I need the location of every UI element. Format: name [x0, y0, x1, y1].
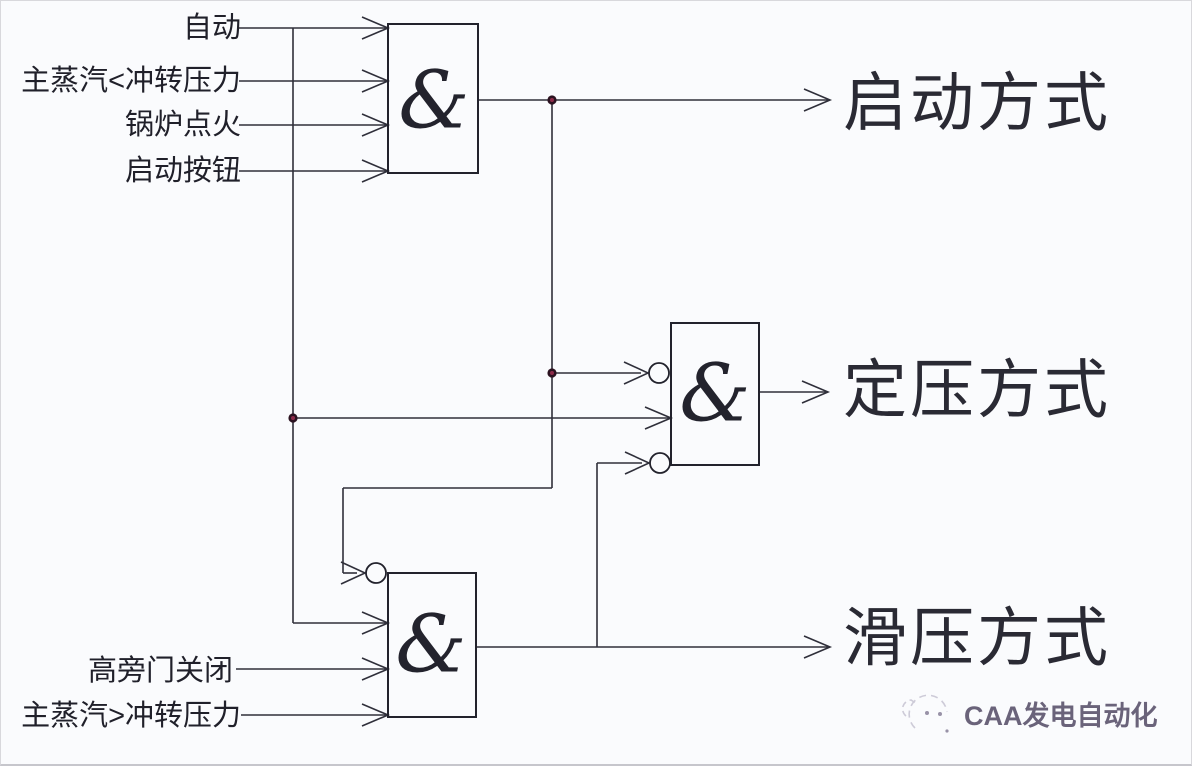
watermark: CAA发电自动化 — [901, 694, 1158, 733]
junction-dot — [291, 416, 295, 420]
wires-constant-pressure-output — [759, 380, 831, 404]
wires-bottom-gate — [236, 635, 833, 727]
and-symbol: & — [679, 347, 750, 440]
and-gate-sliding-pressure: & — [365, 562, 477, 718]
input-label-boiler-ignition: 锅炉点火 — [125, 108, 241, 141]
input-label-auto: 自动 — [183, 11, 241, 44]
input-label-main-steam-lt: 主蒸汽<冲转压力 — [21, 64, 241, 97]
input-label-hp-bypass-closed: 高旁门关闭 — [88, 654, 233, 687]
and-gate-start: & — [387, 23, 479, 174]
wires-start-mode-output — [340, 88, 833, 585]
output-label-sliding-pressure-mode: 滑压方式 — [843, 602, 1111, 674]
output-label-start-mode: 启动方式 — [843, 67, 1111, 139]
input-label-start-button: 启动按钮 — [125, 154, 241, 187]
gate-box — [387, 23, 479, 174]
arrowhead-icon — [803, 635, 833, 659]
wires-sliding-feedback — [596, 451, 651, 647]
and-symbol: & — [395, 598, 466, 691]
input-label-main-steam-gt: 主蒸汽>冲转压力 — [21, 699, 241, 732]
and-gate-constant-pressure: & — [648, 322, 760, 474]
junction-dot — [550, 371, 554, 375]
output-label-constant-pressure-mode: 定压方式 — [843, 354, 1111, 426]
junction-dots — [288, 95, 557, 423]
junction-dot — [550, 98, 554, 102]
watermark-text: CAA发电自动化 — [964, 700, 1158, 731]
and-symbol: & — [398, 54, 469, 147]
output-labels: 启动方式 定压方式 滑压方式 — [843, 67, 1111, 674]
arrowhead-icon — [624, 451, 651, 475]
input-labels: 自动 主蒸汽<冲转压力 锅炉点火 启动按钮 高旁门关闭 主蒸汽>冲转压力 — [21, 11, 241, 732]
gate-box — [387, 572, 477, 718]
gate-box — [670, 322, 760, 466]
inverter-bubble-icon — [649, 452, 671, 474]
arrowhead-icon — [623, 361, 650, 385]
arrowhead-icon — [803, 88, 833, 112]
inverter-bubble-icon — [648, 362, 670, 384]
cat-face-doodle-icon — [901, 694, 949, 733]
wires-auto-bus — [292, 28, 674, 635]
arrowhead-icon — [340, 561, 367, 585]
inverter-bubble-icon — [365, 562, 387, 584]
arrowhead-icon — [801, 380, 831, 404]
wires-top-gate-inputs — [239, 16, 391, 183]
